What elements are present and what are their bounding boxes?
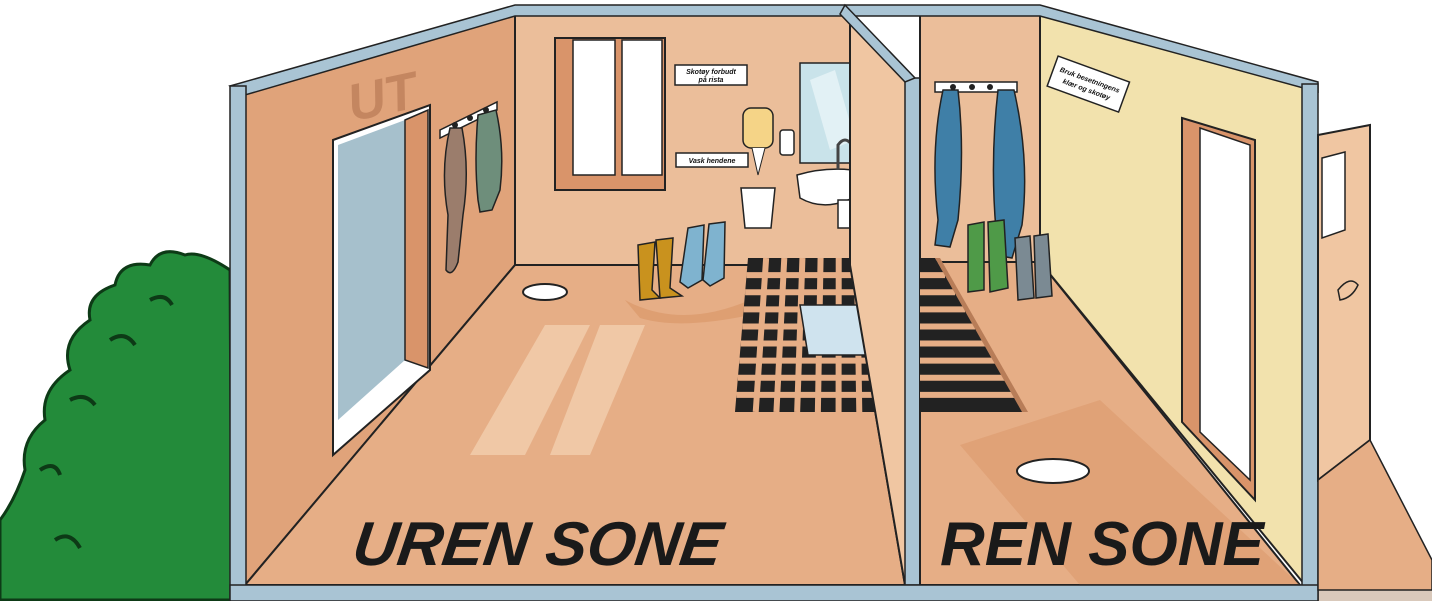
sign-no-shoes-line2: på rista bbox=[698, 76, 724, 84]
dirty-zone-label: UREN SONE bbox=[349, 510, 730, 579]
exterior-door[interactable] bbox=[1318, 125, 1432, 590]
bush bbox=[0, 252, 232, 600]
floor-drain-dirty bbox=[523, 284, 567, 300]
sign-wash-hands: Vask hendene bbox=[676, 153, 748, 167]
sign-no-shoes: Skotøy forbudt på rista bbox=[675, 65, 747, 85]
clean-zone-label: REN SONE bbox=[940, 510, 1265, 579]
floor-drain-clean bbox=[1017, 459, 1089, 483]
sign-wash-hands-text: Vask hendene bbox=[689, 158, 736, 165]
window bbox=[555, 38, 665, 190]
sign-no-shoes-line1: Skotøy forbudt bbox=[686, 69, 736, 76]
